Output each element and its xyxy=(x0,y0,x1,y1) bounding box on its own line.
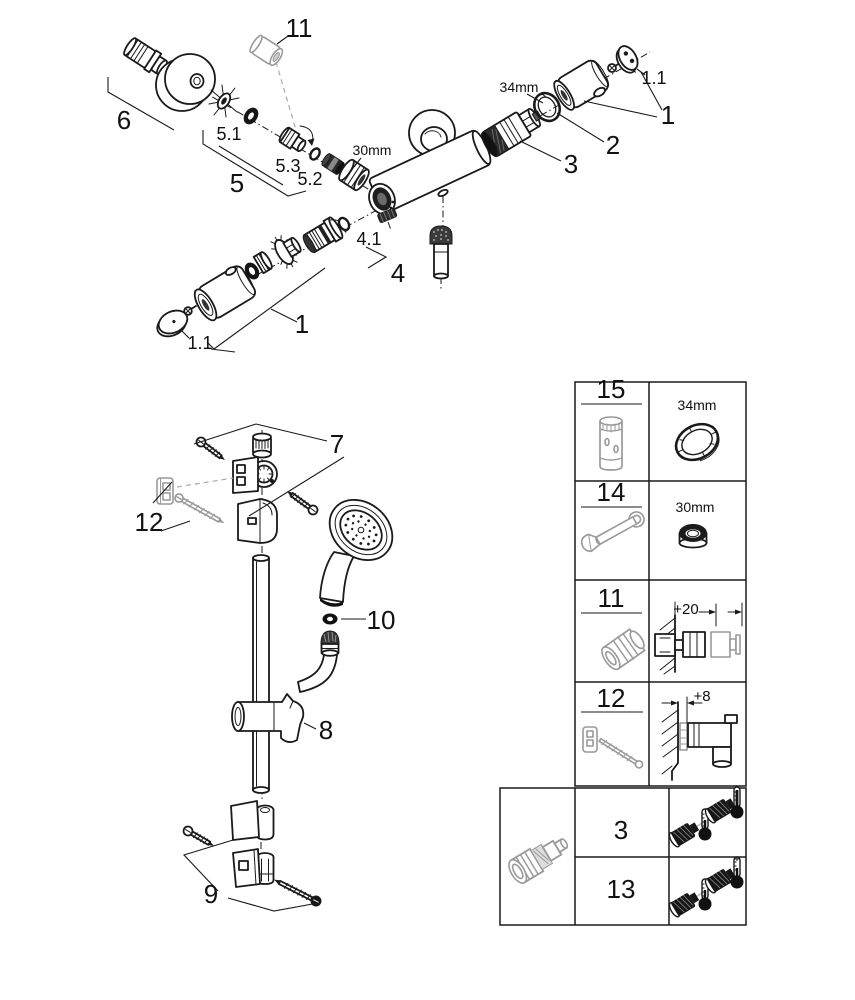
thermometer-icon xyxy=(730,786,744,819)
wall-bracket-body xyxy=(232,456,278,494)
hose-washer xyxy=(322,613,338,625)
handle-cap-bottom xyxy=(156,309,189,338)
size-label-34mm: 34mm xyxy=(500,79,539,95)
conical-hose-nut xyxy=(320,630,340,657)
handle-screw-bottom xyxy=(183,305,197,316)
stop-ring-34mm xyxy=(532,91,562,123)
union-nut-30mm xyxy=(338,158,370,192)
star-washer xyxy=(208,84,240,118)
table-grid xyxy=(575,382,746,786)
table-part-number-13: 13 xyxy=(607,874,636,904)
callout-1-1-top: 1.1 xyxy=(641,68,666,88)
table-part-number-12: 12 xyxy=(597,683,626,713)
shower-slider xyxy=(231,693,305,743)
wall-plug-icon xyxy=(582,726,644,769)
coupling-icon xyxy=(508,838,569,884)
shower-rail xyxy=(252,554,270,794)
table-part-number-15: 15 xyxy=(597,374,626,404)
table-part-number-3: 3 xyxy=(614,815,628,845)
wall-plug xyxy=(156,477,174,505)
callout-5-1: 5.1 xyxy=(216,124,241,144)
thermometer-icon xyxy=(730,856,744,889)
callout-10: 10 xyxy=(367,605,396,635)
table-border xyxy=(574,381,747,787)
bracket-screw-lower xyxy=(287,491,319,516)
spacer-sleeve xyxy=(321,153,345,175)
size-label-30mm: 30mm xyxy=(353,142,392,158)
dimension-plus20: +20 xyxy=(673,601,698,618)
thermometer-icon xyxy=(698,878,712,911)
table-part-number-14: 14 xyxy=(597,477,626,507)
extension-dimension-drawing: +20 xyxy=(654,601,743,675)
callout-11: 11 xyxy=(286,13,313,43)
bottom-bracket xyxy=(230,800,275,888)
mixer-body xyxy=(368,109,492,231)
thermostat-cartridge xyxy=(481,107,543,158)
shower-hose xyxy=(297,654,338,693)
callout-1-bottom: 1 xyxy=(295,309,309,339)
callout-7: 7 xyxy=(330,429,344,459)
handle-top xyxy=(553,59,610,111)
mixer-leader-lines xyxy=(107,35,663,353)
cover-cap xyxy=(249,34,284,67)
rail-bracket-cover xyxy=(237,498,278,544)
mounting-sleeve-icon xyxy=(599,416,623,471)
threaded-ring xyxy=(252,251,273,275)
table-size-34mm: 34mm xyxy=(678,397,717,413)
callout-5-3: 5.3 xyxy=(275,156,300,176)
callout-1-top: 1 xyxy=(661,100,675,130)
bottom-bracket-screw-long xyxy=(274,879,322,907)
handle-screw-top xyxy=(607,62,621,73)
hose-connector xyxy=(429,225,453,280)
callout-12: 12 xyxy=(135,507,164,537)
handle-cap-top xyxy=(615,45,639,74)
mixer-exploded-view: 11 6 5.1 5.3 5.2 5 30mm 34mm 2 3 1 1.1 4… xyxy=(107,13,675,353)
bottom-bracket-screw-left xyxy=(182,825,214,846)
elbow-union xyxy=(278,126,307,153)
wrench-icon xyxy=(580,511,645,553)
splined-adapter xyxy=(270,235,302,269)
o-ring-bottom xyxy=(244,262,260,280)
handle-bottom xyxy=(193,265,256,322)
callout-4-1: 4.1 xyxy=(356,229,381,249)
thermo-element-icons-row3 xyxy=(668,786,744,848)
hand-shower xyxy=(319,499,394,607)
callout-4: 4 xyxy=(391,258,405,288)
callout-3: 3 xyxy=(564,149,578,179)
spare-parts-table: 15 34mm 14 30mm xyxy=(499,374,747,926)
plug-position-dash xyxy=(176,477,234,488)
table-bottom-grid xyxy=(574,788,746,925)
rotation-arrowhead xyxy=(307,138,315,146)
bracket-cap xyxy=(252,432,272,459)
rail-leader-lines xyxy=(152,423,366,912)
wall-plug-screw xyxy=(174,493,225,524)
ring-34mm-icon xyxy=(674,422,720,462)
o-ring xyxy=(243,107,259,125)
callout-5-2: 5.2 xyxy=(297,169,322,189)
shower-rail-exploded-view: 7 12 10 8 9 xyxy=(135,423,396,912)
thermo-element-icons-row13 xyxy=(668,856,744,918)
table-part-number-11: 11 xyxy=(598,583,625,613)
callout-5: 5 xyxy=(230,168,244,198)
callout-6: 6 xyxy=(117,105,131,135)
nut-30mm-icon xyxy=(678,524,708,549)
outlet-bonnet xyxy=(302,216,344,254)
callout-8: 8 xyxy=(319,715,333,745)
callout-1-1-bottom: 1.1 xyxy=(187,333,212,353)
cap-position-dash xyxy=(275,61,297,131)
callout-2: 2 xyxy=(606,130,620,160)
dimension-plus8: +8 xyxy=(693,688,710,705)
bracket-screw-upper xyxy=(195,436,225,461)
table-size-30mm: 30mm xyxy=(676,499,715,515)
o-ring-small xyxy=(309,147,321,161)
escutcheon xyxy=(155,53,216,112)
holder-dimension-drawing: +8 xyxy=(661,688,738,781)
o-ring-4-1 xyxy=(337,216,351,232)
extension-nipple-icon xyxy=(601,627,646,671)
callout-9: 9 xyxy=(204,879,218,909)
